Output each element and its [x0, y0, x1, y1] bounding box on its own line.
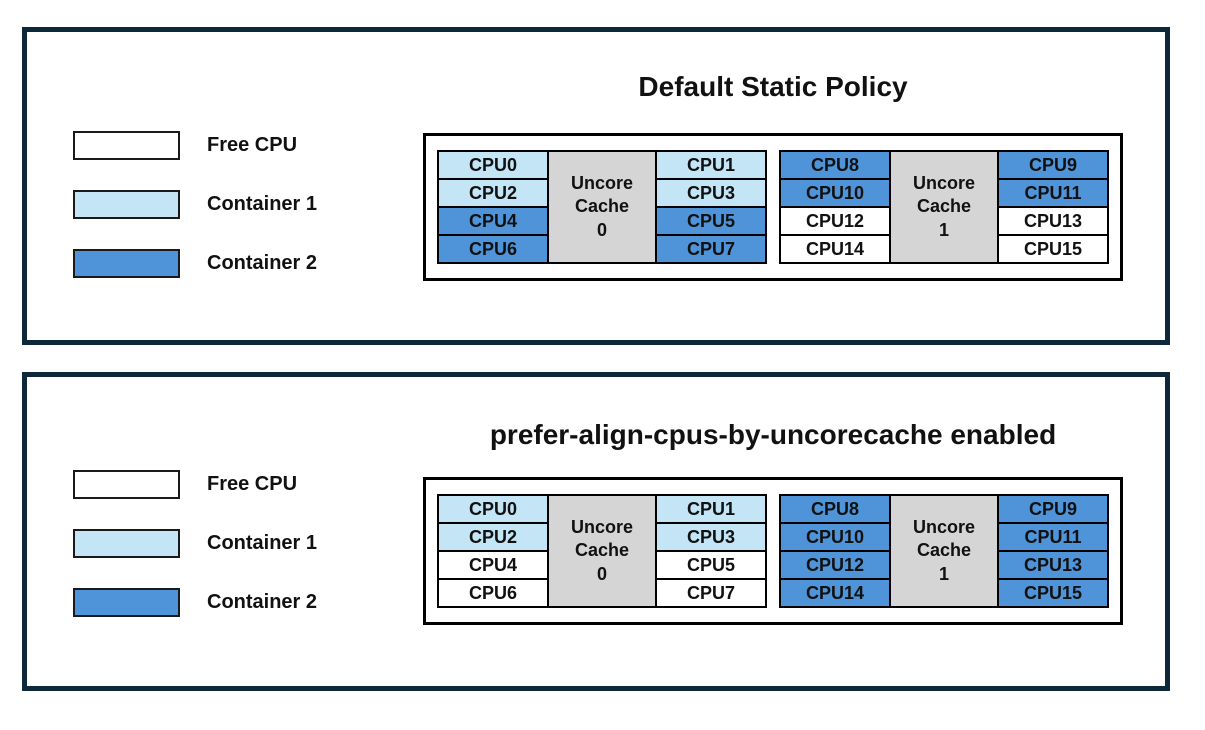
cpu-cell-cpu2: CPU2	[437, 522, 549, 552]
cpu-cell-cpu9: CPU9	[997, 494, 1109, 524]
cpu-cell-cpu6: CPU6	[437, 578, 549, 608]
cpu-cell-cpu5: CPU5	[655, 550, 767, 580]
uncore-label-line: Uncore	[570, 516, 633, 537]
cpu-cell-cpu6: CPU6	[437, 234, 549, 264]
legend: Free CPU Container 1 Container 2	[73, 131, 317, 278]
cpu-cell-cpu1: CPU1	[655, 494, 767, 524]
cpu-cell-cpu10: CPU10	[779, 522, 891, 552]
legend-swatch-container1	[73, 529, 180, 558]
legend-item-container2: Container 2	[73, 249, 317, 278]
cpu-cell-cpu5: CPU5	[655, 206, 767, 236]
panel-uncorecache-enabled: prefer-align-cpus-by-uncorecache enabled…	[22, 372, 1170, 691]
legend-swatch-free	[73, 131, 180, 160]
panel-title: Default Static Policy	[638, 71, 908, 102]
cpu-cell-cpu8: CPU8	[779, 150, 891, 180]
uncore-label-line: 1	[938, 563, 949, 584]
uncore-label-line: 1	[938, 219, 949, 240]
legend-label: Container 2	[207, 591, 318, 613]
uncore-label-line: Cache	[574, 196, 630, 217]
cpu-cell-cpu3: CPU3	[655, 522, 767, 552]
cpu-cell-cpu10: CPU10	[779, 178, 891, 208]
uncore-label-line: Uncore	[570, 172, 633, 193]
cpu-cell-cpu2: CPU2	[437, 178, 549, 208]
cpu-cell-cpu3: CPU3	[655, 178, 767, 208]
cpu-cell-cpu12: CPU12	[779, 206, 891, 236]
cpu-cell-cpu0: CPU0	[437, 150, 549, 180]
cpu-cell-cpu9: CPU9	[997, 150, 1109, 180]
cpu-cell-cpu15: CPU15	[997, 234, 1109, 264]
cpu-cell-cpu4: CPU4	[437, 206, 549, 236]
cpu-cell-cpu1: CPU1	[655, 150, 767, 180]
uncore-label-line: Cache	[916, 196, 972, 217]
cpu-cell-cpu15: CPU15	[997, 578, 1109, 608]
cpu-cell-cpu14: CPU14	[779, 578, 891, 608]
uncore-label-line: Uncore	[912, 516, 975, 537]
cpu-cell-cpu14: CPU14	[779, 234, 891, 264]
legend-item-container1: Container 1	[73, 190, 317, 219]
cpu-cell-cpu7: CPU7	[655, 234, 767, 264]
uncore-label-line: Cache	[574, 540, 630, 561]
legend: Free CPU Container 1 Container 2	[73, 470, 317, 617]
cpu-cell-cpu13: CPU13	[997, 206, 1109, 236]
uncore-label-line: Uncore	[912, 172, 975, 193]
legend-label: Container 2	[207, 252, 318, 274]
uncore-label-line: Cache	[916, 540, 972, 561]
legend-item-free: Free CPU	[73, 470, 317, 499]
legend-item-container2: Container 2	[73, 588, 317, 617]
panel-default-static-policy: Default Static Policy Free CPU Container …	[22, 27, 1170, 345]
legend-label: Free CPU	[207, 473, 298, 495]
legend-label: Container 1	[207, 193, 318, 215]
cpu-cell-cpu8: CPU8	[779, 494, 891, 524]
cpu-cell-cpu4: CPU4	[437, 550, 549, 580]
cpu-cell-cpu12: CPU12	[779, 550, 891, 580]
cpu-cell-cpu11: CPU11	[997, 178, 1109, 208]
cpu-cell-cpu13: CPU13	[997, 550, 1109, 580]
legend-item-container1: Container 1	[73, 529, 317, 558]
cpu-cell-cpu7: CPU7	[655, 578, 767, 608]
legend-swatch-container1	[73, 190, 180, 219]
uncore-label-line: 0	[596, 563, 607, 584]
legend-swatch-free	[73, 470, 180, 499]
legend-swatch-container2	[73, 588, 180, 617]
uncore-label-line: 0	[596, 219, 607, 240]
legend-item-free: Free CPU	[73, 131, 317, 160]
legend-label: Free CPU	[207, 134, 298, 156]
cpu-cell-cpu0: CPU0	[437, 494, 549, 524]
panel-title: prefer-align-cpus-by-uncorecache enabled	[489, 419, 1057, 450]
legend-label: Container 1	[207, 532, 318, 554]
cpu-cell-cpu11: CPU11	[997, 522, 1109, 552]
legend-swatch-container2	[73, 249, 180, 278]
